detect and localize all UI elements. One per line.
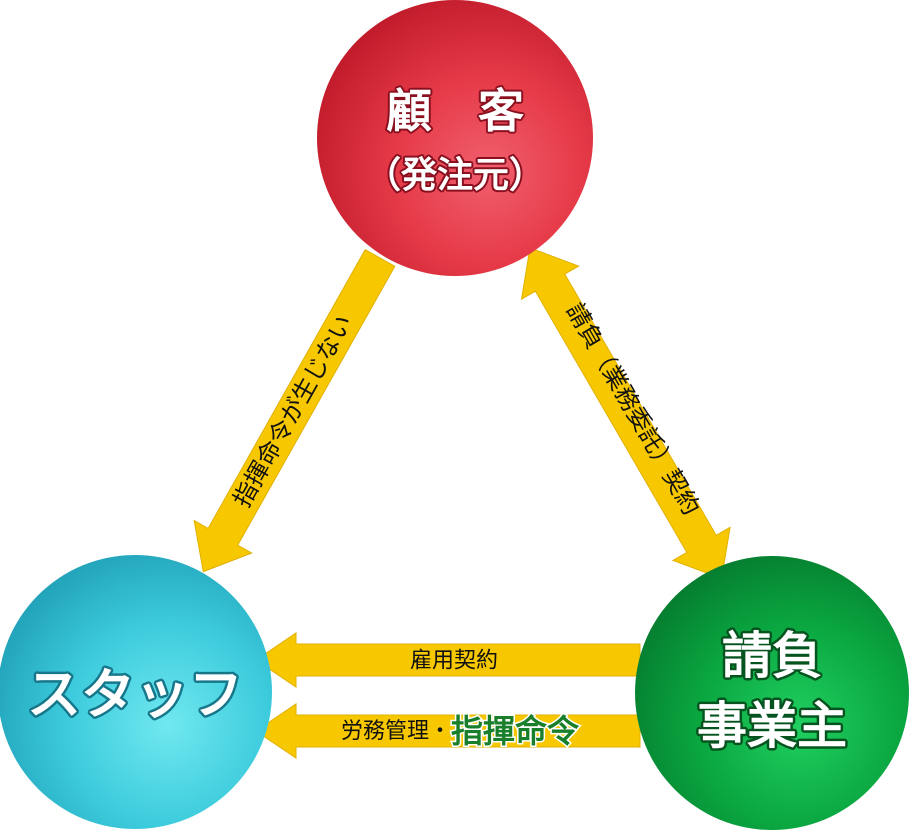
customer-subtitle: （発注元）: [365, 155, 545, 196]
customer-title: 顧 客: [386, 84, 524, 138]
staff-circle: [0, 555, 272, 829]
contractor-circle: [635, 556, 909, 830]
arrow-customer-to-staff: [193, 248, 396, 573]
staff-title: スタッフ: [27, 663, 243, 726]
label-management: 労務管理・指揮命令: [341, 712, 580, 750]
label-management-prefix: 労務管理・: [341, 719, 451, 744]
arrow-management: [255, 703, 641, 759]
label-no-direction: 指揮命令が生じない: [228, 310, 358, 512]
label-contract: 請負（業務委託）契約: [561, 298, 706, 520]
arrow-shape: [193, 248, 396, 573]
arrow-shape: [255, 703, 641, 759]
contractor-title-line2: 事業主: [697, 697, 847, 755]
customer-circle: [317, 0, 593, 276]
contractor-title-line1: 請負: [722, 627, 822, 685]
label-employment: 雇用契約: [410, 649, 498, 674]
label-management-emphasis: 指揮命令: [451, 712, 580, 750]
